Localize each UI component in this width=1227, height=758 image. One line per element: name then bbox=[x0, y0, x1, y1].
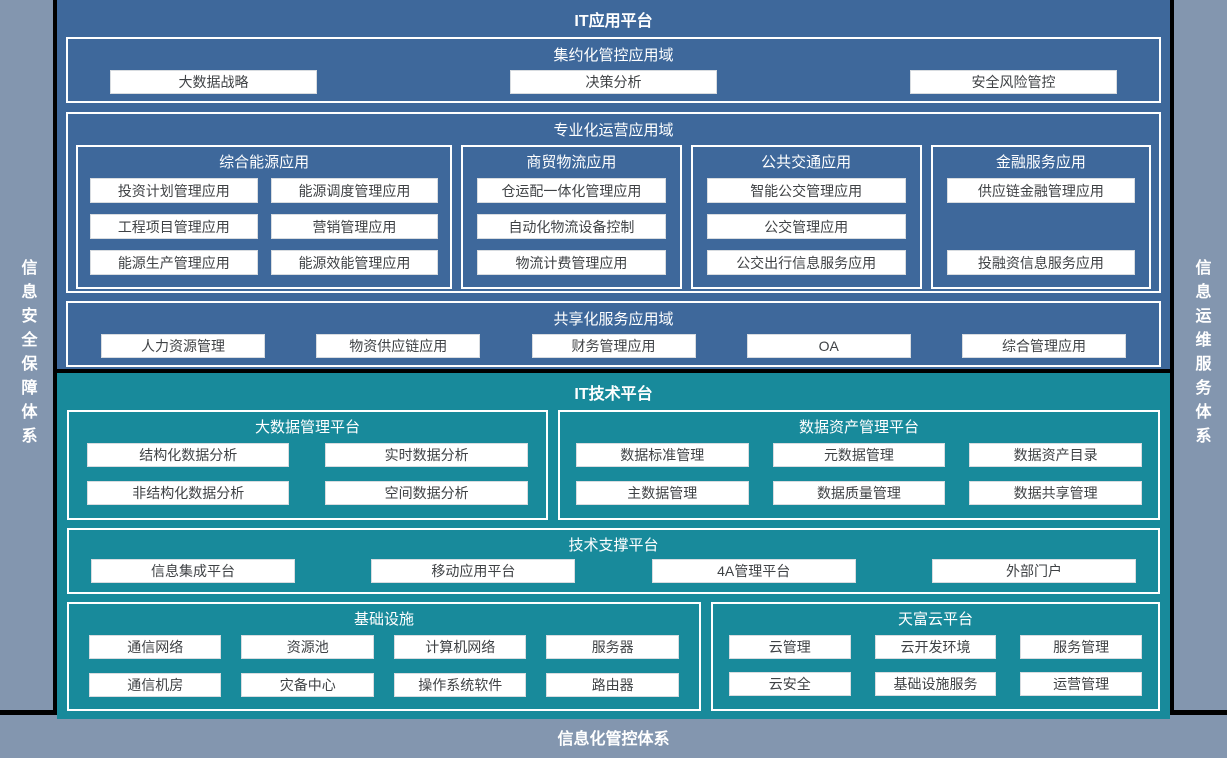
domain-intensive-control-title: 集约化管控应用域 bbox=[553, 47, 674, 64]
tech-item-chip: 路由器 bbox=[546, 673, 679, 697]
tech-item-chip: 计算机网络 bbox=[393, 635, 527, 659]
tech-item-chip: 云开发环境 bbox=[874, 635, 997, 659]
tech-item-chip: 数据共享管理 bbox=[969, 480, 1142, 505]
governance-label: 信息化管控体系 bbox=[557, 730, 670, 748]
group-tianfu-cloud-platform-title: 天富云平台 bbox=[897, 611, 973, 628]
tech-item-chip: 基础设施服务 bbox=[874, 672, 997, 696]
group-public-transport-title: 公共交通应用 bbox=[761, 154, 852, 171]
group-integrated-energy-items: 投资计划管理应用 能源调度管理应用 工程项目管理应用 营销管理应用 能源生产管理… bbox=[78, 176, 450, 287]
it-application-platform-section: IT应用平台 集约化管控应用域 大数据战略 决策分析 安全风险管控 专业化运营应… bbox=[57, 0, 1170, 369]
app-item-chip: 营销管理应用 bbox=[270, 214, 439, 239]
tech-item-chip: 结构化数据分析 bbox=[87, 443, 290, 467]
tech-item-chip: 资源池 bbox=[241, 635, 374, 659]
it-application-platform-title: IT应用平台 bbox=[574, 13, 653, 30]
app-item-chip: 物流计费管理应用 bbox=[477, 250, 666, 275]
group-public-transport: 公共交通应用 智能公交管理应用 公交管理应用 公交出行信息服务应用 bbox=[690, 145, 922, 289]
tech-item-chip: 实时数据分析 bbox=[325, 443, 528, 467]
app-item-chip: 投融资信息服务应用 bbox=[946, 250, 1135, 275]
tech-item-chip: 移动应用平台 bbox=[371, 559, 576, 583]
tech-row-infrastructure: 基础设施 通信网络 资源池 计算机网络 服务器 通信机房 灾备中心 操作系统软件… bbox=[67, 602, 1160, 711]
app-item-chip: 综合管理应用 bbox=[962, 334, 1126, 358]
app-item-chip: 自动化物流设备控制 bbox=[477, 214, 666, 239]
tech-item-chip: 主数据管理 bbox=[575, 480, 749, 505]
group-infrastructure-items: 通信网络 资源池 计算机网络 服务器 通信机房 灾备中心 操作系统软件 路由器 bbox=[69, 633, 699, 709]
tech-item-chip: 服务管理 bbox=[1020, 635, 1142, 659]
app-item-chip: OA bbox=[746, 334, 911, 358]
app-item-chip: 投资计划管理应用 bbox=[90, 178, 258, 203]
group-trade-logistics: 商贸物流应用 仓运配一体化管理应用 自动化物流设备控制 物流计费管理应用 bbox=[461, 145, 682, 289]
app-item-chip: 仓运配一体化管理应用 bbox=[477, 178, 666, 203]
app-item-chip: 大数据战略 bbox=[110, 70, 317, 94]
group-bigdata-management: 大数据管理平台 结构化数据分析 实时数据分析 非结构化数据分析 空间数据分析 bbox=[67, 410, 548, 520]
domain-shared-services: 共享化服务应用域 人力资源管理 物资供应链应用 财务管理应用 OA 综合管理应用 bbox=[66, 301, 1161, 367]
app-item-chip: 能源生产管理应用 bbox=[90, 250, 258, 275]
group-infrastructure: 基础设施 通信网络 资源池 计算机网络 服务器 通信机房 灾备中心 操作系统软件… bbox=[67, 602, 701, 711]
group-tianfu-cloud-platform: 天富云平台 云管理 云开发环境 服务管理 云安全 基础设施服务 运营管理 bbox=[710, 602, 1160, 711]
app-item-chip: 能源调度管理应用 bbox=[270, 178, 439, 203]
group-integrated-energy: 综合能源应用 投资计划管理应用 能源调度管理应用 工程项目管理应用 营销管理应用… bbox=[76, 145, 453, 289]
app-item-chip: 公交出行信息服务应用 bbox=[706, 250, 906, 275]
diagram-main: IT应用平台 集约化管控应用域 大数据战略 决策分析 安全风险管控 专业化运营应… bbox=[57, 0, 1170, 719]
app-item-chip: 物资供应链应用 bbox=[316, 334, 481, 358]
tech-item-chip: 云管理 bbox=[728, 635, 851, 659]
domain-shared-services-items: 人力资源管理 物资供应链应用 财务管理应用 OA 综合管理应用 bbox=[68, 334, 1159, 367]
tech-item-chip: 通信网络 bbox=[89, 635, 222, 659]
tech-item-chip: 数据质量管理 bbox=[772, 480, 946, 505]
app-item-chip: 能源效能管理应用 bbox=[270, 250, 439, 275]
security-assurance-sidebar: 信息安全保障体系 bbox=[0, 0, 53, 710]
group-trade-logistics-title: 商贸物流应用 bbox=[526, 154, 617, 171]
tech-item-chip: 外部门户 bbox=[931, 559, 1136, 583]
domain-intensive-control-items: 大数据战略 决策分析 安全风险管控 bbox=[68, 70, 1159, 103]
security-assurance-label: 信息安全保障体系 bbox=[18, 259, 36, 451]
tech-item-chip: 服务器 bbox=[546, 635, 679, 659]
app-item-chip: 安全风险管控 bbox=[910, 70, 1117, 94]
group-financial-services-title: 金融服务应用 bbox=[995, 154, 1086, 171]
governance-bottom-bar: 信息化管控体系 bbox=[0, 715, 1227, 758]
group-technical-support-platform-items: 信息集成平台 移动应用平台 4A管理平台 外部门户 bbox=[69, 559, 1158, 593]
group-public-transport-items: 智能公交管理应用 公交管理应用 公交出行信息服务应用 bbox=[693, 176, 920, 287]
it-technology-platform-title: IT技术平台 bbox=[574, 386, 653, 403]
app-item-chip: 决策分析 bbox=[510, 70, 717, 94]
tech-item-chip: 灾备中心 bbox=[241, 673, 374, 697]
tech-item-chip: 空间数据分析 bbox=[325, 480, 528, 505]
tech-item-chip: 数据标准管理 bbox=[575, 443, 749, 467]
group-integrated-energy-title: 综合能源应用 bbox=[219, 154, 310, 171]
group-financial-services-items: 供应链金融管理应用 投融资信息服务应用 bbox=[933, 176, 1149, 287]
tech-item-chip: 运营管理 bbox=[1020, 672, 1142, 696]
operations-service-sidebar: 信息运维服务体系 bbox=[1174, 0, 1227, 710]
group-infrastructure-title: 基础设施 bbox=[353, 611, 414, 628]
tech-item-chip: 云安全 bbox=[728, 672, 851, 696]
tech-item-chip: 元数据管理 bbox=[772, 443, 946, 467]
group-bigdata-management-title: 大数据管理平台 bbox=[254, 419, 360, 436]
tech-item-chip: 通信机房 bbox=[89, 673, 222, 697]
tech-item-chip: 4A管理平台 bbox=[651, 559, 856, 583]
tech-item-chip: 操作系统软件 bbox=[393, 673, 527, 697]
tech-item-chip: 数据资产目录 bbox=[969, 443, 1142, 467]
operations-service-label: 信息运维服务体系 bbox=[1192, 259, 1210, 451]
group-data-asset-management-items: 数据标准管理 元数据管理 数据资产目录 主数据管理 数据质量管理 数据共享管理 bbox=[560, 441, 1158, 518]
group-technical-support-platform-title: 技术支撑平台 bbox=[568, 537, 659, 554]
app-item-chip: 公交管理应用 bbox=[706, 214, 906, 239]
app-item-chip: 人力资源管理 bbox=[101, 334, 265, 358]
group-technical-support-platform: 技术支撑平台 信息集成平台 移动应用平台 4A管理平台 外部门户 bbox=[67, 528, 1160, 594]
group-financial-services: 金融服务应用 供应链金融管理应用 投融资信息服务应用 bbox=[930, 145, 1151, 289]
domain-specialized-operations: 专业化运营应用域 综合能源应用 投资计划管理应用 能源调度管理应用 工程项目管理… bbox=[66, 112, 1161, 293]
app-item-chip: 工程项目管理应用 bbox=[90, 214, 258, 239]
specialized-operations-groups: 综合能源应用 投资计划管理应用 能源调度管理应用 工程项目管理应用 营销管理应用… bbox=[68, 145, 1159, 296]
app-item-chip: 财务管理应用 bbox=[531, 334, 696, 358]
group-data-asset-management-title: 数据资产管理平台 bbox=[798, 419, 919, 436]
tech-item-chip: 信息集成平台 bbox=[91, 559, 295, 583]
group-trade-logistics-items: 仓运配一体化管理应用 自动化物流设备控制 物流计费管理应用 bbox=[463, 176, 679, 287]
domain-specialized-operations-title: 专业化运营应用域 bbox=[553, 122, 674, 139]
group-bigdata-management-items: 结构化数据分析 实时数据分析 非结构化数据分析 空间数据分析 bbox=[69, 441, 546, 518]
it-technology-platform-section: IT技术平台 大数据管理平台 结构化数据分析 实时数据分析 非结构化数据分析 空… bbox=[57, 373, 1170, 719]
domain-intensive-control: 集约化管控应用域 大数据战略 决策分析 安全风险管控 bbox=[66, 37, 1161, 103]
domain-shared-services-title: 共享化服务应用域 bbox=[553, 311, 674, 328]
tech-item-chip: 非结构化数据分析 bbox=[87, 480, 290, 505]
tech-row-data-platforms: 大数据管理平台 结构化数据分析 实时数据分析 非结构化数据分析 空间数据分析 数… bbox=[67, 410, 1160, 520]
group-data-asset-management: 数据资产管理平台 数据标准管理 元数据管理 数据资产目录 主数据管理 数据质量管… bbox=[557, 410, 1160, 520]
app-item-chip: 供应链金融管理应用 bbox=[946, 178, 1135, 203]
group-tianfu-cloud-platform-items: 云管理 云开发环境 服务管理 云安全 基础设施服务 运营管理 bbox=[713, 633, 1158, 709]
app-item-chip: 智能公交管理应用 bbox=[706, 178, 906, 203]
